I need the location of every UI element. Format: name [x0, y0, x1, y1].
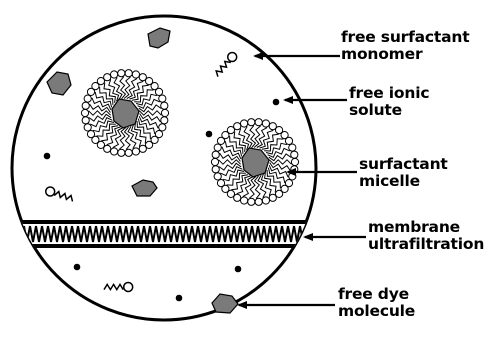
label-line: monomer — [341, 46, 469, 63]
label-line: micelle — [359, 173, 448, 190]
label-line: surfactant — [359, 156, 448, 173]
label-line: free dye — [338, 286, 415, 303]
label-line: solute — [349, 102, 429, 119]
label-free-dye-molecule: free dye molecule — [338, 286, 415, 320]
ionic-solute — [74, 264, 81, 271]
ionic-solute — [44, 153, 51, 160]
label-line: membrane — [368, 219, 484, 236]
label-line: ultrafiltration — [368, 236, 484, 253]
ionic-solute — [235, 266, 242, 273]
ionic-solute — [273, 99, 280, 106]
label-line: free surfactant — [341, 29, 469, 46]
ionic-solute — [176, 295, 183, 302]
membrane-band — [0, 221, 330, 247]
label-surfactant-micelle: surfactant micelle — [359, 156, 448, 190]
label-membrane-ultrafiltration: membrane ultrafiltration — [368, 219, 484, 253]
label-line: molecule — [338, 303, 415, 320]
ionic-solute — [206, 131, 213, 138]
label-free-surfactant-monomer: free surfactant monomer — [341, 29, 469, 63]
label-free-ionic-solute: free ionic solute — [349, 85, 429, 119]
label-line: free ionic — [349, 85, 429, 102]
